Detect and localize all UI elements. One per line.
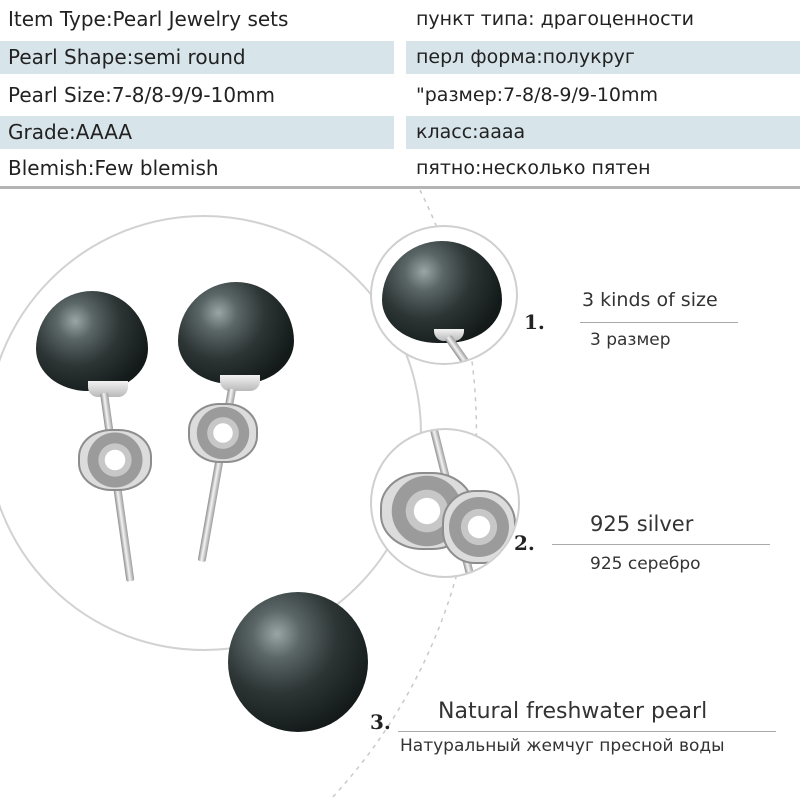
feature-label-ru: Натуральный жемчуг пресной воды (400, 736, 725, 756)
divider (398, 731, 776, 732)
pearl-left-image (36, 291, 148, 391)
decorative-arc (329, 190, 478, 800)
spec-table: Item Type:Pearl Jewelry sets пункт типа:… (0, 0, 800, 190)
feature-number: 2. (514, 531, 535, 555)
feature-number: 3. (370, 710, 391, 734)
spec-en: Pearl Shape:semi round (0, 41, 394, 74)
butterfly-back-right (188, 403, 258, 463)
butterfly-back-left (78, 429, 152, 491)
feature-label-en: 925 silver (590, 512, 694, 536)
spec-ru: перл форма:полукруг (406, 41, 800, 74)
pearl-cup (220, 375, 260, 391)
spec-en: Pearl Size:7-8/8-9/9-10mm (8, 83, 276, 107)
spec-ru: "размер:7-8/8-9/9-10mm (416, 84, 659, 106)
feature-label-ru: 3 размер (590, 330, 671, 350)
spec-row-grade: Grade:AAAA класс:аааа (0, 113, 800, 149)
spec-row-item-type: Item Type:Pearl Jewelry sets пункт типа:… (0, 0, 800, 36)
spec-en: Blemish:Few blemish (8, 156, 219, 180)
spec-ru: пункт типа: драгоценности (416, 8, 694, 30)
spec-ru: класс:аааа (406, 116, 800, 149)
loose-pearl-image (228, 592, 368, 732)
pearl-cup (88, 381, 128, 397)
feature-label-en: Natural freshwater pearl (438, 699, 708, 724)
divider (580, 322, 738, 323)
zoom-pearl-circle (370, 225, 518, 365)
feature-label-ru: 925 серебро (590, 554, 701, 574)
product-photo-circle (0, 215, 422, 651)
butterfly-back-zoom (442, 490, 516, 564)
spec-row-pearl-shape: Pearl Shape:semi round перл форма:полукр… (0, 38, 800, 74)
divider (552, 544, 770, 545)
spec-row-blemish: Blemish:Few blemish пятно:несколько пяте… (0, 149, 800, 185)
divider (0, 186, 800, 189)
pearl-right-image (178, 282, 294, 384)
spec-row-pearl-size: Pearl Size:7-8/8-9/9-10mm "размер:7-8/8-… (0, 76, 800, 112)
spec-ru: пятно:несколько пятен (416, 157, 651, 179)
feature-number: 1. (524, 310, 545, 334)
pearl-zoom-image (382, 241, 502, 343)
spec-en: Item Type:Pearl Jewelry sets (8, 7, 289, 31)
feature-label-en: 3 kinds of size (582, 289, 718, 311)
spec-en: Grade:AAAA (0, 116, 394, 149)
zoom-silver-circle (370, 428, 520, 578)
